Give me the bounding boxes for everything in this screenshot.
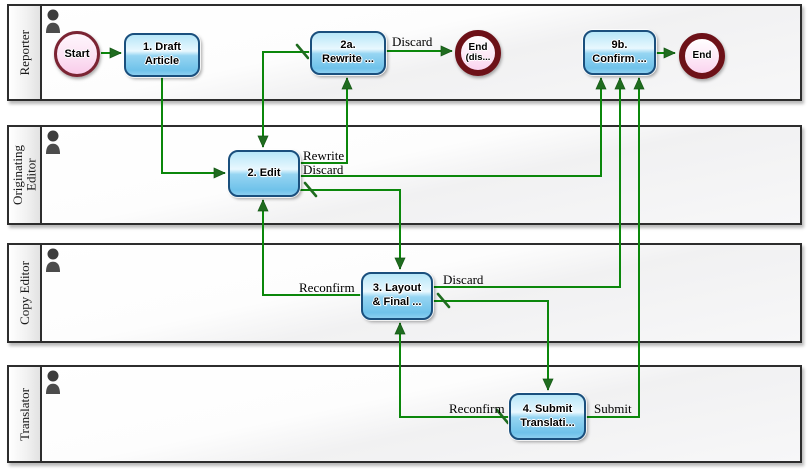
task-edit[interactable]: 2. Edit	[228, 150, 300, 197]
person-icon	[44, 130, 62, 161]
start-event[interactable]: Start	[54, 31, 100, 77]
lane-translator-strip: Translator	[9, 367, 42, 461]
edge-label-reconfirm: Reconfirm	[449, 401, 505, 416]
task-label: & Final ...	[372, 296, 422, 308]
task-label: Rewrite ...	[322, 53, 374, 65]
end-event-label: End	[692, 50, 712, 62]
lane-copy-editor-label: Copy Editor	[16, 261, 32, 325]
lane-originating-editor: Originating Editor	[7, 125, 802, 225]
lane-translator-label: Translator	[16, 387, 32, 441]
person-icon	[44, 9, 62, 40]
task-label: Translati...	[520, 416, 575, 429]
task-label: 9b.	[611, 38, 628, 51]
lane-originating-editor-label: Originating Editor	[9, 145, 39, 205]
task-confirm[interactable]: 9b. Confirm ...	[583, 30, 656, 75]
task-rewrite[interactable]: 2a. Rewrite ...	[310, 31, 386, 75]
task-label: 1. Draft	[143, 41, 181, 54]
task-label: 2a.	[340, 39, 356, 52]
edge-label-discard: Discard	[443, 272, 484, 287]
end-event-label: (dis...	[465, 52, 491, 64]
person-icon	[44, 248, 62, 279]
edge-label-submit: Submit	[594, 401, 632, 416]
task-label: 3. Layout	[372, 282, 422, 295]
task-submit-translation[interactable]: 4. Submit Translati...	[509, 393, 586, 440]
task-draft-article[interactable]: 1. Draft Article	[124, 33, 200, 77]
lane-originating-editor-strip: Originating Editor	[9, 127, 42, 223]
person-icon	[44, 370, 62, 401]
end-event[interactable]: End	[679, 33, 725, 79]
task-label: 4. Submit	[522, 402, 573, 415]
edge-label-discard: Discard	[392, 34, 433, 49]
lane-copy-editor-strip: Copy Editor	[9, 245, 42, 341]
end-event-label: End	[468, 41, 488, 53]
task-label: Confirm ...	[592, 52, 647, 65]
start-event-label: Start	[64, 47, 90, 60]
edge-label-discard: Discard	[303, 162, 344, 177]
lane-reporter-strip: Reporter	[9, 6, 42, 99]
task-layout-final[interactable]: 3. Layout & Final ...	[361, 272, 433, 320]
edge-label-reconfirm: Reconfirm	[299, 280, 355, 295]
lane-reporter-label: Reporter	[16, 29, 32, 76]
lane-translator: Translator	[7, 365, 802, 463]
task-label: Article	[144, 55, 180, 67]
task-label: 2. Edit	[247, 166, 281, 179]
end-event-discarded[interactable]: End (dis...	[455, 30, 501, 76]
